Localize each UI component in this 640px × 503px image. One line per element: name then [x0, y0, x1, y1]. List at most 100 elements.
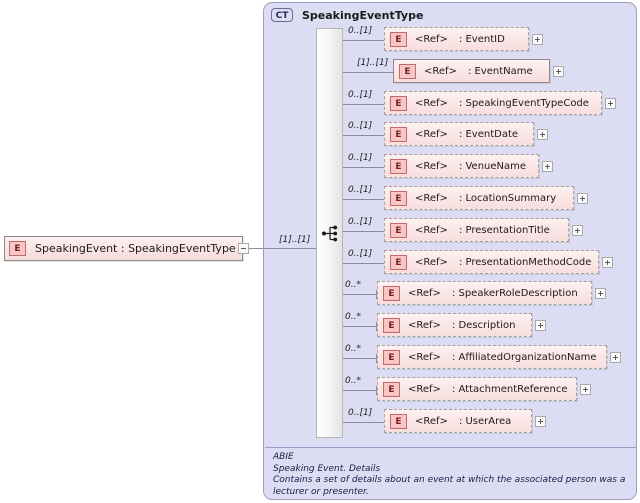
element-box[interactable]: E<Ref>: AffiliatedOrganizationName [377, 345, 607, 369]
element-box[interactable]: E<Ref>: PresentationTitle [384, 218, 569, 242]
element-box[interactable]: E<Ref>: AttachmentReference [377, 377, 577, 401]
element-icon: E [383, 317, 400, 333]
expand-plus-icon[interactable] [602, 257, 613, 268]
element-ref-label: <Ref> [415, 256, 448, 268]
row-connector-line [343, 199, 384, 200]
element-box[interactable]: E <Ref> : SpeakerRoleDescription [377, 281, 592, 305]
element-icon: E [383, 381, 400, 397]
row-connector-line [343, 72, 393, 73]
row-cardinality: 0..* [345, 344, 361, 354]
row-connector-line [343, 40, 384, 41]
element-row: 0..[1]E<Ref>: LocationSummary [343, 185, 594, 212]
row-connector-line [343, 326, 377, 327]
element-name-label: : SpeakingEventTypeCode [458, 97, 589, 109]
element-icon: E [390, 254, 407, 270]
sequence-icon [322, 225, 339, 242]
element-ref-label: <Ref> [424, 65, 457, 77]
row-connector-line [343, 104, 384, 105]
row-connector-line [343, 263, 384, 264]
expand-plus-icon[interactable] [535, 416, 546, 427]
expand-plus-icon[interactable] [532, 34, 543, 45]
row-cardinality: 0..[1] [348, 408, 373, 418]
element-ref-label: <Ref> [415, 224, 448, 236]
complex-type-icon: CT [271, 8, 293, 22]
row-connector-line [343, 231, 384, 232]
annotation-abie: ABIE [273, 452, 294, 462]
element-name-label: : SpeakerRoleDescription [451, 287, 578, 299]
element-box[interactable]: E <Ref> : EventID [384, 27, 529, 51]
row-cardinality: 0..[1] [348, 90, 373, 100]
element-ref-label: <Ref> [408, 287, 441, 299]
element-row: 0..* E<Ref>: AffiliatedOrganizationName [343, 344, 627, 371]
element-box[interactable]: E<Ref>: VenueName [384, 154, 539, 178]
element-name-label: : UserArea [458, 415, 512, 427]
element-icon: E [390, 222, 407, 238]
element-ref-label: <Ref> [415, 192, 448, 204]
element-box[interactable]: E<Ref>: UserArea [384, 409, 532, 433]
expand-plus-icon[interactable] [542, 161, 553, 172]
element-name-label: : EventName [467, 65, 533, 77]
element-row: 0..[1]E<Ref>: VenueName [343, 153, 559, 180]
row-cardinality: 0..* [345, 312, 361, 322]
expand-plus-icon[interactable] [535, 320, 546, 331]
expand-plus-icon[interactable] [605, 98, 616, 109]
element-name-label: : EventDate [458, 128, 519, 140]
root-element-box[interactable]: E SpeakingEvent : SpeakingEventType [4, 236, 243, 261]
expand-plus-icon[interactable] [595, 288, 606, 299]
element-icon: E [390, 31, 407, 47]
element-row: [1]..[1]E<Ref>: EventName [343, 58, 570, 85]
element-box[interactable]: E<Ref>: EventDate [384, 122, 534, 146]
annotation-block: ABIE Speaking Event. Details Contains a … [265, 447, 636, 498]
collapse-toggle-minus-icon[interactable] [238, 243, 249, 254]
row-connector-line [343, 422, 384, 423]
root-element-label: SpeakingEvent : SpeakingEventType [35, 242, 236, 255]
unbounded-tick [376, 322, 377, 331]
element-name-label: : EventID [458, 33, 505, 45]
element-icon: E [383, 349, 400, 365]
element-icon: E [399, 63, 416, 79]
element-name-label: : Description [451, 319, 516, 331]
element-name-label: : PresentationMethodCode [458, 256, 592, 268]
complex-type-title: SpeakingEventType [302, 8, 424, 22]
element-row: 0..[1]E<Ref>: EventDate [343, 121, 554, 148]
expand-plus-icon[interactable] [553, 66, 564, 77]
element-row: 0..[1] E<Ref>: SpeakingEventTypeCode [343, 90, 622, 117]
element-name-label: : AffiliatedOrganizationName [451, 351, 597, 363]
element-ref-label: <Ref> [415, 33, 448, 45]
expand-plus-icon[interactable] [610, 352, 621, 363]
complex-type-header: CT SpeakingEventType [264, 3, 423, 27]
row-cardinality: 0..[1] [348, 121, 373, 131]
expand-plus-icon[interactable] [580, 384, 591, 395]
sequence-incoming-line [264, 248, 322, 249]
element-name-label: : LocationSummary [458, 192, 557, 204]
annotation-dictionary-entry: Speaking Event. Details [273, 463, 381, 474]
element-box[interactable]: E <Ref> : PresentationMethodCode [384, 250, 599, 274]
element-ref-label: <Ref> [415, 128, 448, 140]
row-cardinality: 0..[1] [348, 249, 373, 259]
expand-plus-icon[interactable] [537, 129, 548, 140]
element-ref-label: <Ref> [408, 319, 441, 331]
element-row: 0..* E <Ref> : SpeakerRoleDescription [343, 280, 612, 307]
element-ref-label: <Ref> [408, 383, 441, 395]
row-cardinality: 0..* [345, 376, 361, 386]
row-cardinality: 0..* [345, 280, 361, 290]
element-box[interactable]: E <Ref> : Description [377, 313, 532, 337]
expand-plus-icon[interactable] [577, 193, 588, 204]
annotation-definition: Contains a set of details about an event… [273, 475, 626, 497]
unbounded-tick [376, 386, 377, 395]
element-box[interactable]: E<Ref>: SpeakingEventTypeCode [384, 91, 602, 115]
element-row: 0..[1] E <Ref> : EventID [343, 26, 549, 53]
element-icon: E [390, 413, 407, 429]
sequence-cardinality: [1]..[1] [279, 235, 311, 245]
element-name-label: : VenueName [458, 160, 527, 172]
row-connector-line [343, 294, 377, 295]
expand-plus-icon[interactable] [572, 225, 583, 236]
element-icon: E [383, 285, 400, 301]
element-icon: E [9, 241, 26, 256]
element-row: 0..[1] E <Ref> : PresentationMethodCode [343, 249, 619, 276]
row-connector-line [343, 358, 377, 359]
row-cardinality: 0..[1] [348, 26, 373, 36]
element-row: 0..[1]E<Ref>: PresentationTitle [343, 217, 589, 244]
element-box[interactable]: E <Ref> : EventName [393, 59, 550, 83]
element-box[interactable]: E<Ref>: LocationSummary [384, 186, 574, 210]
